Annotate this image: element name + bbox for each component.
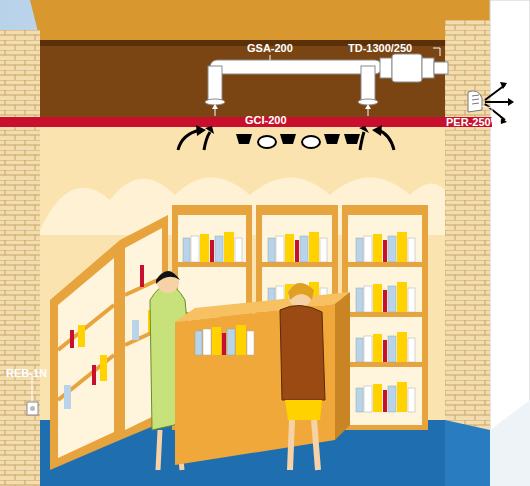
part-label: PER-250W	[446, 116, 501, 129]
part-label: TD-1300/250	[348, 42, 412, 55]
part-label: GCI-200	[245, 114, 287, 127]
part-label: GSA-200	[247, 42, 293, 55]
part-label: REB-1N	[6, 367, 47, 380]
